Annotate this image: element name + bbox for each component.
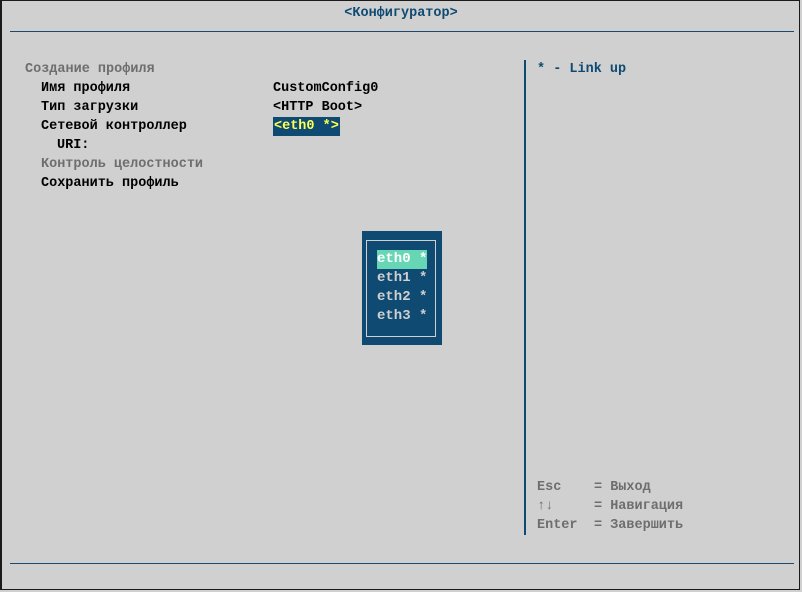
page-title: <Конфигуратор> bbox=[344, 6, 458, 21]
popup-option-eth2[interactable]: eth2 * bbox=[377, 289, 428, 305]
section-heading: Создание профиля bbox=[25, 62, 155, 77]
popup-option-eth3[interactable]: eth3 * bbox=[377, 308, 428, 324]
integrity-control: Контроль целостности bbox=[41, 157, 204, 172]
help-desc-esc: = Выход bbox=[594, 480, 651, 495]
save-profile-button[interactable]: Сохранить профиль bbox=[41, 176, 179, 191]
help-key-esc: Esc bbox=[537, 480, 562, 495]
popup-option-eth0[interactable]: eth0 * bbox=[377, 250, 428, 269]
uri-label[interactable]: URI: bbox=[57, 138, 90, 153]
link-up-legend: * - Link up bbox=[537, 62, 627, 77]
bottom-divider bbox=[10, 563, 794, 564]
help-desc-enter: = Завершить bbox=[594, 518, 684, 533]
popup-option-eth1[interactable]: eth1 * bbox=[377, 270, 428, 286]
help-key-enter: Enter bbox=[537, 518, 578, 533]
vertical-divider bbox=[524, 60, 526, 535]
profile-name-value[interactable]: CustomConfig0 bbox=[273, 81, 379, 96]
network-controller-label[interactable]: Сетевой контроллер bbox=[41, 119, 187, 134]
network-controller-select[interactable]: <eth0 *> bbox=[273, 117, 340, 136]
help-key-arrows: ↑↓ bbox=[537, 499, 554, 514]
network-controller-popup: eth0 * eth1 * eth2 * eth3 * bbox=[362, 231, 442, 345]
help-desc-arrows: = Навигация bbox=[594, 499, 684, 514]
boot-type-label[interactable]: Тип загрузки bbox=[41, 100, 139, 115]
top-divider bbox=[10, 31, 794, 32]
popup-border bbox=[366, 240, 436, 337]
profile-name-label[interactable]: Имя профиля bbox=[41, 81, 131, 96]
boot-type-select[interactable]: <HTTP Boot> bbox=[273, 100, 363, 115]
